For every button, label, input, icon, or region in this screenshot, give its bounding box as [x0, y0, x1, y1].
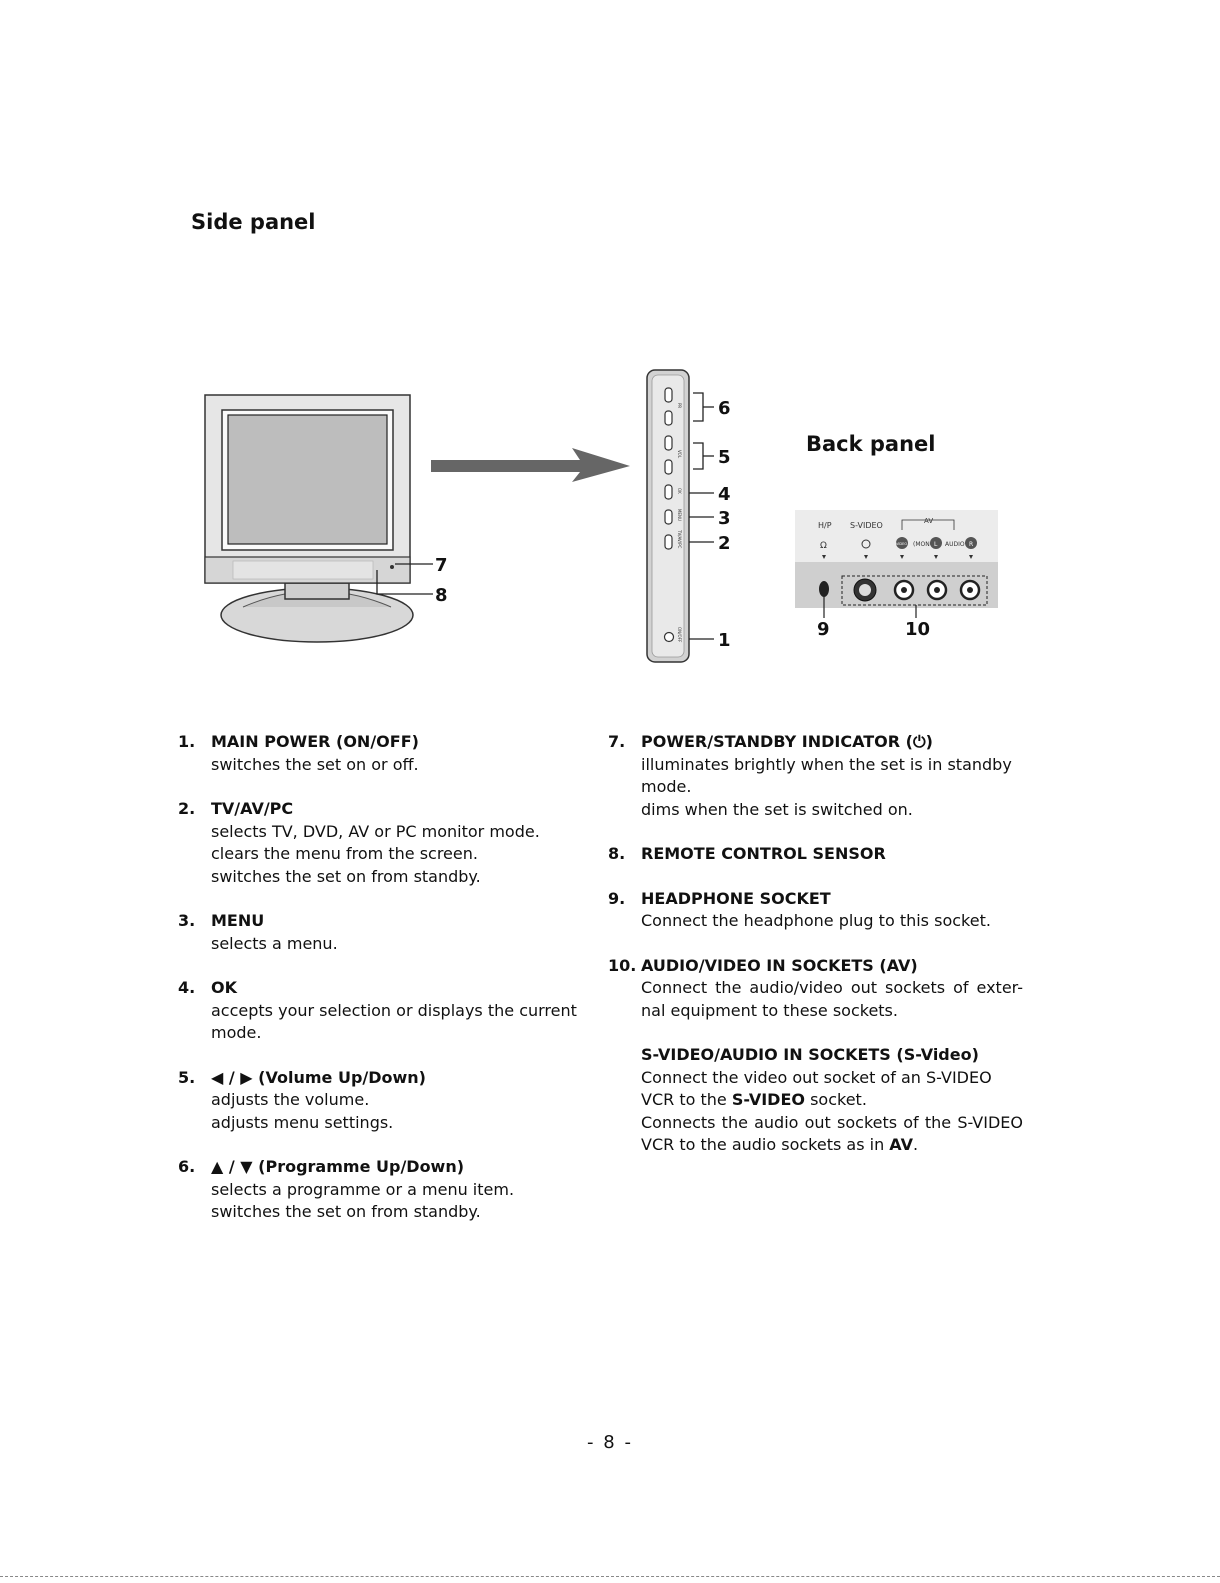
video-label: VIDEO — [896, 542, 907, 546]
svideo-text-a: Connect the video out socket of an S-VID… — [641, 1067, 992, 1110]
item-title: POWER/STANDBY INDICATOR (⏻) — [641, 732, 933, 751]
svideo-icon — [861, 539, 871, 549]
pr-label: PR — [677, 403, 682, 408]
svideo-text-f: . — [912, 1135, 919, 1154]
callout-5: 5 — [718, 447, 731, 468]
item-description: selects TV, DVD, AV or PC monitor mode. — [211, 821, 540, 841]
item-number: 3. — [178, 911, 196, 930]
item-description: Connect the headphone plug to this socke… — [641, 911, 991, 930]
item-description: accepts your selection or displays the c… — [211, 1000, 577, 1043]
svideo-text-d: Connects the audio out sockets of the S-… — [641, 1112, 1023, 1155]
item-number: 8. — [608, 844, 626, 863]
side-panel-heading: Side panel — [191, 210, 316, 234]
callout-2: 2 — [718, 533, 731, 554]
item-description: selects a menu. — [211, 933, 338, 953]
item-description: clears the menu from the screen. — [211, 844, 478, 863]
audio-label: AUDIO — [945, 541, 965, 548]
vol-up-button[interactable] — [664, 435, 673, 451]
callout-3: 3 — [718, 508, 731, 529]
list-item: 9. HEADPHONE SOCKET Connect the headphon… — [608, 888, 1023, 933]
item-number: 7. — [608, 732, 626, 751]
mono-label: (MONO) — [913, 541, 937, 548]
callout-8: 8 — [435, 585, 448, 606]
item-title: TV/AV/PC — [211, 799, 294, 818]
page-number: - 8 - — [587, 1432, 633, 1453]
back-panel-illustration: H/P S-VIDEO AV Ω VIDEO (MONO) L AUDIO R — [795, 510, 998, 618]
item-description: Connect the video out socket of an S-VID… — [641, 1067, 1023, 1112]
main-power-button[interactable] — [663, 631, 675, 643]
hp-label: H/P — [818, 521, 832, 530]
callout-4: 4 — [718, 484, 731, 505]
list-item: 10. AUDIO/VIDEO IN SOCKETS (AV) Connect … — [608, 955, 1023, 1157]
item-description: selects a programme or a menu item. — [211, 1179, 515, 1199]
item-title: OK — [211, 978, 237, 997]
callout-7: 7 — [435, 555, 448, 576]
item-description: adjusts menu settings. — [211, 1112, 394, 1132]
list-item: 5. ◀ / ▶ (Volume Up/Down) adjusts the vo… — [178, 1067, 593, 1135]
item-description: Connects the audio out sockets of the S-… — [641, 1112, 1023, 1157]
l-label: L — [934, 541, 938, 548]
list-item: 3. MENU selects a menu. — [178, 910, 593, 955]
svideo-text-c: socket. — [810, 1090, 867, 1109]
item-description: illuminates brightly when the set is in … — [641, 754, 1012, 797]
tvavpc-label: TV/AV/PC — [677, 529, 682, 549]
svideo-label: S-VIDEO — [850, 521, 883, 530]
pr-down-button[interactable] — [664, 410, 673, 426]
list-item: 2. TV/AV/PC selects TV, DVD, AV or PC mo… — [178, 798, 593, 888]
item-description: switches the set on or off. — [211, 754, 419, 774]
callout-9: 9 — [817, 619, 830, 640]
ok-button[interactable] — [664, 484, 673, 500]
item-description: dims when the set is switched on. — [641, 799, 913, 819]
right-item-list: 7. POWER/STANDBY INDICATOR (⏻) illuminat… — [608, 731, 1023, 1179]
menu-button[interactable] — [664, 509, 673, 525]
item-number: 2. — [178, 799, 196, 818]
callout-1: 1 — [718, 630, 731, 651]
ok-label: OK — [677, 488, 682, 494]
item-description: switches the set on from standby. — [211, 1202, 481, 1221]
vol-label: VOL — [677, 450, 682, 459]
item-title: AUDIO/VIDEO IN SOCKETS (AV) — [641, 955, 918, 975]
item-number: 5. — [178, 1067, 196, 1087]
callout-6: 6 — [718, 398, 731, 419]
item-title: ◀ / ▶ (Volume Up/Down) — [211, 1067, 426, 1087]
list-item: 8. REMOTE CONTROL SENSOR — [608, 843, 1023, 866]
item-number: 1. — [178, 732, 196, 751]
r-label: R — [969, 541, 973, 548]
tv-monitor-illustration — [204, 394, 433, 643]
item-description: adjusts the volume. — [211, 1090, 370, 1109]
list-item: 4. OK accepts your selection or displays… — [178, 977, 593, 1045]
headphone-icon: Ω — [820, 541, 827, 551]
pr-up-button[interactable] — [664, 387, 673, 403]
item-number: 6. — [178, 1157, 196, 1176]
onoff-label: ON/OFF — [677, 627, 682, 643]
item-title: REMOTE CONTROL SENSOR — [641, 844, 886, 863]
item-title: ▲ / ▼ (Programme Up/Down) — [211, 1157, 465, 1176]
back-panel-heading: Back panel — [806, 432, 936, 456]
list-item: 6. ▲ / ▼ (Programme Up/Down) selects a p… — [178, 1156, 593, 1224]
item-number: 10. — [608, 955, 637, 975]
callout-10: 10 — [905, 619, 930, 640]
item-description: Connect the audio/video out sockets of e… — [641, 978, 1023, 1020]
vol-down-button[interactable] — [664, 459, 673, 475]
bottom-divider — [0, 1576, 1220, 1577]
item-subtitle: S-VIDEO/AUDIO IN SOCKETS (S-Video) — [641, 1045, 979, 1064]
item-title: MAIN POWER (ON/OFF) — [211, 732, 419, 751]
list-item: 1. MAIN POWER (ON/OFF) switches the set … — [178, 731, 593, 776]
item-number: 4. — [178, 978, 196, 997]
headphone-socket[interactable] — [819, 581, 829, 597]
tvavpc-button[interactable] — [664, 534, 673, 550]
left-item-list: 1. MAIN POWER (ON/OFF) switches the set … — [178, 731, 593, 1246]
item-description: switches the set on from standby. — [211, 866, 481, 886]
item-title: MENU — [211, 911, 265, 930]
av-emphasis: AV — [889, 1135, 913, 1154]
arrow-icon — [431, 448, 630, 482]
svideo-emphasis: S-VIDEO — [731, 1090, 805, 1109]
list-item: 7. POWER/STANDBY INDICATOR (⏻) illuminat… — [608, 731, 1023, 821]
side-strip-illustration: PR VOL OK MENU TV/AV/PC ON/OFF — [646, 369, 714, 663]
item-title: HEADPHONE SOCKET — [641, 888, 831, 908]
item-number: 9. — [608, 888, 626, 908]
panel-illustration: PR VOL OK MENU TV/AV/PC ON/OFF 6 5 4 3 2… — [204, 369, 998, 663]
menu-label: MENU — [677, 509, 682, 521]
av-label: AV — [924, 517, 933, 525]
